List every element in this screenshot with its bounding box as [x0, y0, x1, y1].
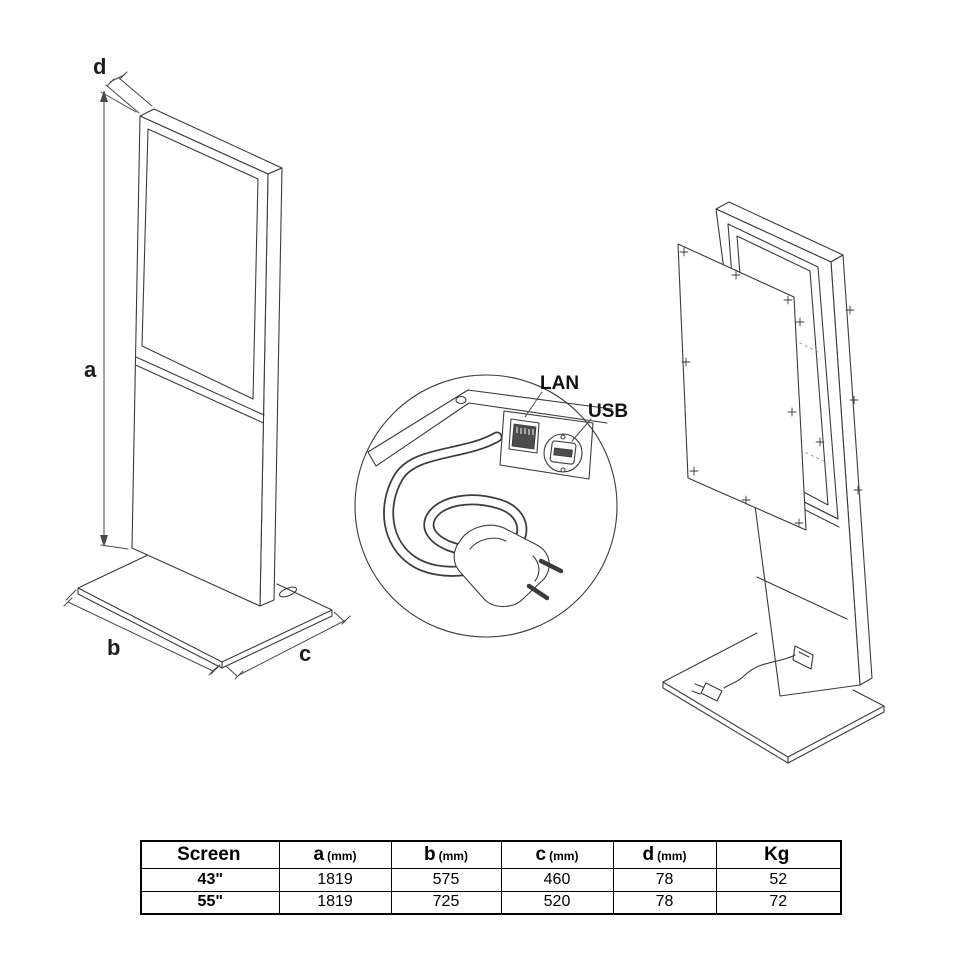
- rear-cord: [723, 654, 796, 689]
- dim-c-line: [238, 619, 347, 676]
- spec-table: Screen a(mm) b(mm) c(mm) d(mm) Kg 43" 18…: [140, 840, 842, 915]
- dim-b-extension: [65, 589, 221, 675]
- lan-port-pins: [516, 427, 534, 435]
- col-header-d: d(mm): [612, 840, 717, 869]
- lan-port-inner: [511, 423, 537, 450]
- rear-plug-prongs: [691, 683, 704, 695]
- front-view: a d b c: [63, 54, 351, 680]
- cell-43-b: 575: [390, 867, 502, 892]
- detail-hole: [455, 395, 467, 405]
- cell-43-a: 1819: [278, 867, 392, 892]
- col-header-c-unit: (mm): [549, 848, 579, 863]
- table-row-55: 55" 1819 725 520 78 72: [140, 890, 842, 915]
- power-plug-detail: [469, 537, 540, 582]
- cell-43-kg: 52: [715, 867, 842, 892]
- usb-label: USB: [588, 401, 628, 422]
- connector-plate: [499, 410, 594, 480]
- cell-55-screen: 55": [140, 890, 280, 915]
- col-header-d-label: d: [642, 843, 655, 865]
- base-plate-thickness: [77, 587, 333, 669]
- usb-screw-top: [560, 434, 566, 440]
- dim-label-a: a: [84, 357, 97, 382]
- dim-d-ticks: [106, 71, 128, 87]
- rear-panel-screws: [679, 247, 804, 528]
- col-header-screen: Screen: [140, 840, 280, 869]
- dim-label-b: b: [107, 635, 120, 660]
- dim-label-c: c: [299, 641, 311, 666]
- cell-55-kg: 72: [715, 890, 842, 915]
- rear-view: [662, 201, 885, 764]
- rear-back-panel: [677, 243, 807, 531]
- table-row-43: 43" 1819 575 460 78 52: [140, 867, 842, 892]
- rear-plug: [700, 682, 723, 702]
- usb-screw-bottom: [560, 467, 566, 473]
- screen-bezel: [141, 128, 259, 400]
- lan-label: LAN: [540, 373, 579, 394]
- body-seam: [134, 356, 265, 424]
- col-header-a: a(mm): [278, 840, 392, 869]
- power-plug: [453, 524, 550, 608]
- col-header-b: b(mm): [390, 840, 502, 869]
- lan-leader: [524, 391, 543, 418]
- dim-b-ticks: [63, 597, 218, 676]
- lan-port: [508, 418, 540, 454]
- cell-55-a: 1819: [278, 890, 392, 915]
- cell-55-b: 725: [390, 890, 502, 915]
- detail-circle: [354, 374, 618, 638]
- rear-lower-seam: [756, 576, 848, 620]
- spec-table-header-row: Screen a(mm) b(mm) c(mm) d(mm) Kg: [140, 840, 842, 869]
- cell-43-c: 460: [500, 867, 614, 892]
- dim-c-extension: [225, 611, 346, 677]
- cell-55-c: 520: [500, 890, 614, 915]
- col-header-kg-label: Kg: [764, 843, 790, 865]
- col-header-a-label: a: [313, 843, 325, 865]
- detail-panel-edges: [367, 389, 613, 467]
- rear-base-thickness: [662, 681, 885, 764]
- col-header-a-unit: (mm): [327, 848, 357, 863]
- dim-label-d: d: [93, 54, 106, 79]
- dim-d-extension: [105, 77, 153, 114]
- col-header-d-unit: (mm): [657, 848, 687, 863]
- dim-c-ticks: [234, 615, 351, 680]
- power-plug-prongs: [526, 558, 564, 601]
- col-header-c-label: c: [535, 843, 547, 865]
- col-header-c: c(mm): [500, 840, 614, 869]
- cell-43-screen: 43": [140, 867, 280, 892]
- cell-43-d: 78: [612, 867, 717, 892]
- totem-front-face: [131, 115, 269, 607]
- col-header-b-unit: (mm): [438, 848, 468, 863]
- col-header-screen-label: Screen: [177, 843, 241, 865]
- usb-port-face: [549, 440, 577, 465]
- io-detail: LAN USB: [354, 373, 628, 638]
- usb-port-slot: [553, 447, 573, 458]
- dim-a-extension: [100, 91, 137, 550]
- dim-b-line: [67, 601, 214, 672]
- usb-leader: [571, 418, 592, 442]
- col-header-b-label: b: [424, 843, 436, 865]
- cable-hole: [278, 586, 298, 598]
- col-header-kg: Kg: [715, 840, 842, 869]
- cell-55-d: 78: [612, 890, 717, 915]
